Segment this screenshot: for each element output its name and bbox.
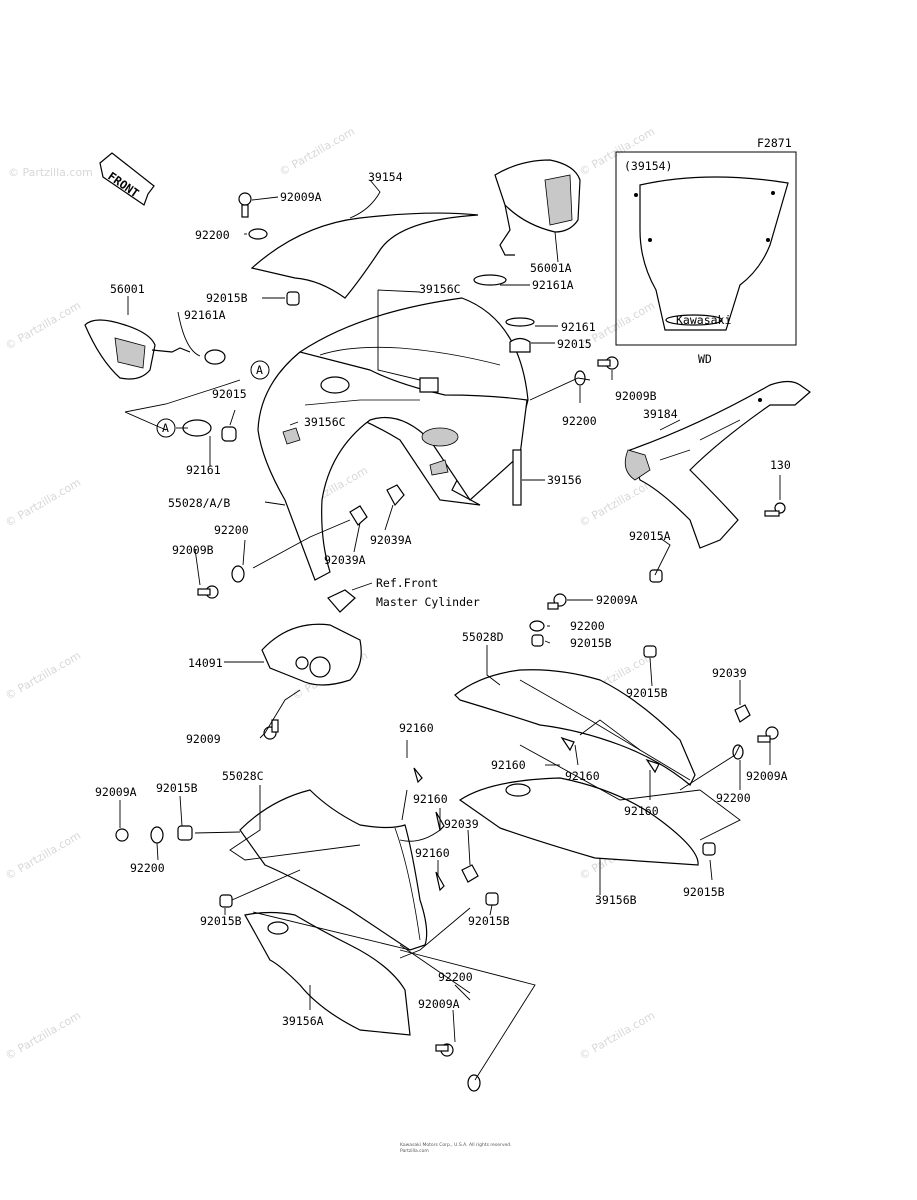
inset-decal: Kawasaki xyxy=(676,313,731,327)
part-label: 92009A xyxy=(596,593,638,607)
part-label: 92015B xyxy=(626,686,668,700)
part-label: 130 xyxy=(770,458,791,472)
part-label: 39156B xyxy=(595,893,637,907)
part-label: 92015B xyxy=(683,885,725,899)
part-label: 92009B xyxy=(615,389,657,403)
part-label: 92160 xyxy=(624,804,659,818)
part-label: 14091 xyxy=(188,656,223,670)
ref-note: Ref.Front Master Cylinder xyxy=(351,576,480,609)
strip-39156 xyxy=(512,449,522,506)
front-arrow: FRONT xyxy=(99,152,155,206)
part-label: 39184 xyxy=(643,407,678,421)
lower-cowl-left xyxy=(239,789,428,951)
part-label: 39156 xyxy=(547,473,582,487)
footer: Kawasaki Motors Corp., U.S.A. All rights… xyxy=(400,1142,512,1154)
part-label: 92160 xyxy=(399,721,434,735)
part-label: 92039 xyxy=(444,817,479,831)
watermark: © Partzilla.com xyxy=(3,476,83,530)
stay-bracket xyxy=(624,380,811,549)
part-label: 39156C xyxy=(419,282,461,296)
watermark: © Partzilla.com xyxy=(3,829,83,883)
inset-caption: WD xyxy=(698,352,712,366)
part-label: 55028D xyxy=(462,630,504,644)
right-mirror xyxy=(473,159,581,327)
watermark: © Partzilla.com xyxy=(277,125,357,179)
figure-code: F2871 xyxy=(757,136,792,150)
watermark: © Partzilla.com xyxy=(577,476,657,530)
circle-ref-a: A xyxy=(256,363,263,377)
part-label: 92160 xyxy=(413,792,448,806)
inner-panel-left xyxy=(244,911,411,1036)
ref-note-line2: Master Cylinder xyxy=(376,595,480,609)
part-label: 92039A xyxy=(370,533,412,547)
upper-cowl xyxy=(257,297,529,581)
watermark: © Partzilla.com xyxy=(3,299,83,353)
part-label: 92009B xyxy=(172,543,214,557)
circle-ref-a: A xyxy=(162,421,169,435)
part-label: 92160 xyxy=(491,758,526,772)
part-label: 92200 xyxy=(130,861,165,875)
part-label: 92160 xyxy=(565,769,600,783)
fasteners xyxy=(115,192,786,1092)
part-label: 56001A xyxy=(530,261,572,275)
part-label: 92009A xyxy=(95,785,137,799)
part-label: 92015A xyxy=(629,529,671,543)
part-label: 92161 xyxy=(561,320,596,334)
ref-note-line1: Ref.Front xyxy=(376,576,438,590)
part-label: 92200 xyxy=(562,414,597,428)
part-label: 92015B xyxy=(200,914,242,928)
lower-cowl-right xyxy=(454,669,696,786)
inset-windshield-wd: (39154) Kawasaki WD xyxy=(615,151,797,366)
part-labels: 39154 92009A 92200 92015B 56001 92161A 9… xyxy=(95,170,791,1028)
part-label: 92161 xyxy=(186,463,221,477)
part-label: 92200 xyxy=(570,619,605,633)
part-label: 92015B xyxy=(206,291,248,305)
part-label: 92200 xyxy=(195,228,230,242)
part-label: 92039 xyxy=(712,666,747,680)
watermark: © Partzilla.com xyxy=(3,1009,83,1063)
part-label: 92039A xyxy=(324,553,366,567)
part-label: 39154 xyxy=(368,170,403,184)
part-label: 92015 xyxy=(557,337,592,351)
part-label: 92200 xyxy=(214,523,249,537)
clips-92160 xyxy=(413,736,660,892)
part-label: 92200 xyxy=(438,970,473,984)
leader-lines xyxy=(119,179,781,1081)
part-label: 39156C xyxy=(304,415,346,429)
part-label: 92015B xyxy=(156,781,198,795)
part-label: 55028C xyxy=(222,769,264,783)
part-label: 55028/A/B xyxy=(168,496,230,510)
part-label: 92161A xyxy=(184,308,226,322)
watermark: © Partzilla.com xyxy=(577,1009,657,1063)
part-label: 92015B xyxy=(468,914,510,928)
watermark: © Partzilla.com xyxy=(3,649,83,703)
cover-14091 xyxy=(261,589,362,686)
part-label: 92161A xyxy=(532,278,574,292)
footer-line2: Partzilla.com xyxy=(400,1148,429,1154)
part-label: 92200 xyxy=(716,791,751,805)
part-label: 92015B xyxy=(570,636,612,650)
part-label: 92009A xyxy=(746,769,788,783)
left-mirror xyxy=(84,319,226,380)
windshield xyxy=(250,212,479,299)
part-label: 92009A xyxy=(280,190,322,204)
part-label: 92009 xyxy=(186,732,221,746)
part-label: 56001 xyxy=(110,282,145,296)
part-label: 92015 xyxy=(212,387,247,401)
inset-title: (39154) xyxy=(624,159,672,173)
part-label: 92009A xyxy=(418,997,460,1011)
part-label: 92160 xyxy=(415,846,450,860)
inner-panel-right xyxy=(458,777,699,866)
part-label: 39156A xyxy=(282,1014,324,1028)
footer-line1: Kawasaki Motors Corp., U.S.A. All rights… xyxy=(400,1142,512,1148)
circle-refs: A A xyxy=(156,360,270,438)
watermark: © Partzilla.com xyxy=(8,166,93,179)
